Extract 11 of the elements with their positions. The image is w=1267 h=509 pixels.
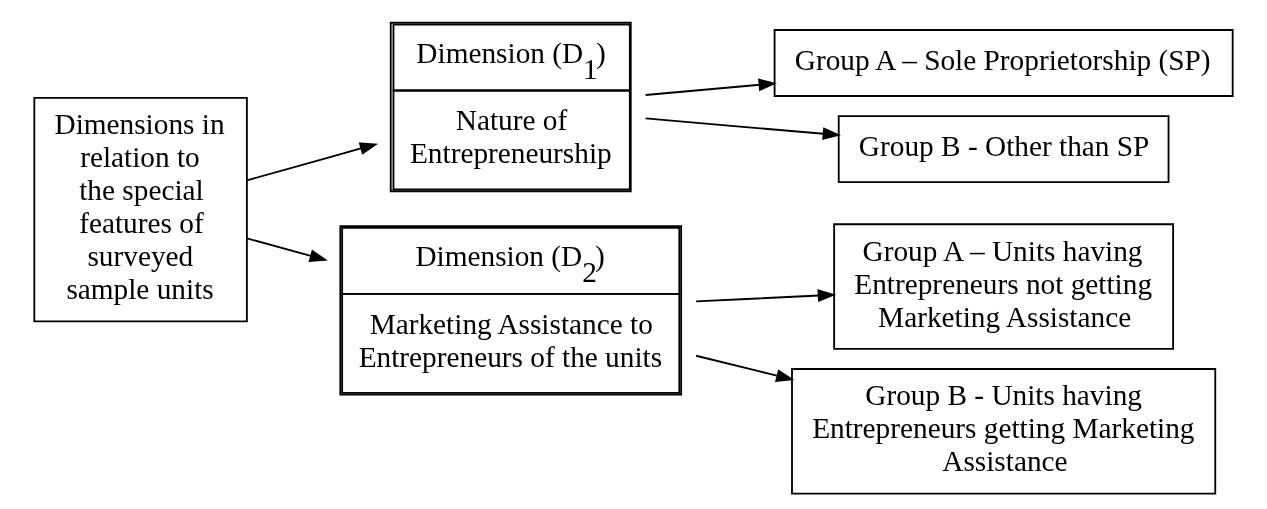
node-box: Dimensions in relation to the special features of surveyed sample units: [33, 96, 248, 323]
node-box: Group A – Sole Proprietorship (SP): [773, 29, 1234, 97]
node-box: Group B - Units having Entrepreneurs getting Marketing Assistance: [791, 368, 1217, 495]
arrow: [644, 117, 841, 141]
arrow: [644, 78, 777, 96]
arrow: [246, 142, 379, 182]
arrow: [695, 289, 837, 303]
arrow: [695, 354, 795, 382]
node-box: Group B - Other than SP: [837, 115, 1170, 184]
node-box: Group A – Units having Entrepreneurs not getting Marketing Assistance: [833, 223, 1175, 350]
arrow: [246, 237, 328, 262]
